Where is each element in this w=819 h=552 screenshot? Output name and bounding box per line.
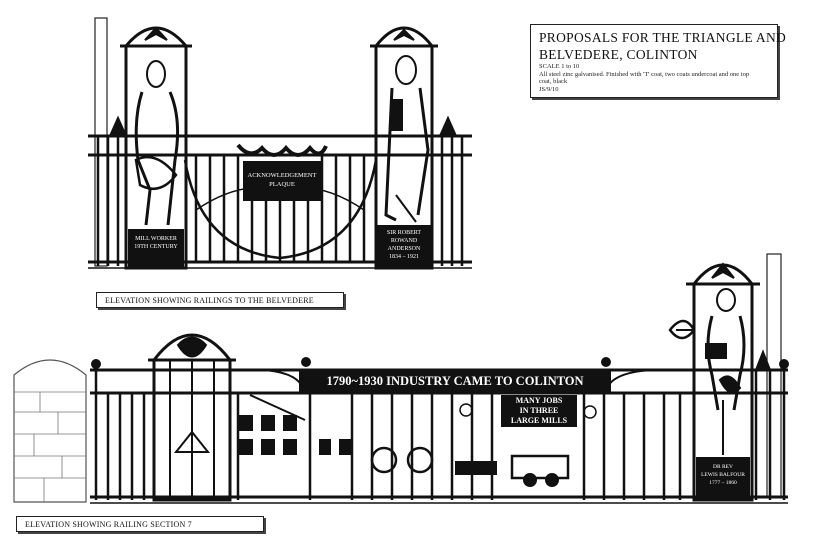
spec-note-2: coat, black bbox=[539, 78, 568, 85]
balfour-line-2: LEWIS BALFOUR bbox=[701, 472, 745, 478]
scale-note: SCALE 1 to 10 bbox=[539, 63, 580, 70]
anderson-line-1: SIR ROBERT bbox=[386, 230, 422, 236]
balfour-plaque: DR REV LEWIS BALFOUR 1777 – 1860 bbox=[697, 463, 749, 487]
mill-worker-plaque: MILL WORKER 19TH CENTURY bbox=[129, 235, 183, 251]
title-block: PROPOSALS FOR THE TRIANGLE AND BELVEDERE… bbox=[530, 24, 787, 98]
upper-railing bbox=[88, 17, 472, 270]
title-line-1: PROPOSALS FOR THE TRIANGLE AND bbox=[539, 30, 787, 45]
lower-elevation-caption: ELEVATION SHOWING RAILING SECTION 7 bbox=[16, 516, 264, 532]
drawing-date: JS/9/10 bbox=[539, 85, 559, 93]
many-jobs-plaque: MANY JOBS IN THREE LARGE MILLS bbox=[502, 396, 576, 426]
spec-note-1: All steel zinc galvanised. Finished with… bbox=[539, 70, 750, 78]
anderson-line-3: ANDERSON bbox=[387, 246, 421, 252]
industry-banner: 1790~1930 INDUSTRY CAME TO COLINTON bbox=[326, 374, 584, 388]
mill-worker-line-2: 19TH CENTURY bbox=[134, 244, 178, 250]
title-line-2: BELVEDERE, COLINTON bbox=[539, 47, 698, 62]
balfour-line-1: DR REV bbox=[712, 464, 733, 470]
upper-elevation-caption: ELEVATION SHOWING RAILINGS TO THE BELVED… bbox=[96, 292, 344, 308]
many-jobs-line-1: MANY JOBS bbox=[515, 396, 563, 405]
acknowledgement-plaque: ACKNOWLEDGEMENT PLAQUE bbox=[244, 171, 320, 189]
acknowledgement-line-2: PLAQUE bbox=[269, 181, 295, 188]
mill-worker-line-1: MILL WORKER bbox=[135, 236, 177, 242]
acknowledgement-line-1: ACKNOWLEDGEMENT bbox=[247, 172, 317, 179]
many-jobs-line-2: IN THREE bbox=[519, 406, 559, 415]
anderson-line-4: 1834 – 1921 bbox=[389, 254, 419, 260]
many-jobs-line-3: LARGE MILLS bbox=[510, 416, 568, 425]
anderson-line-2: ROWAND bbox=[390, 238, 418, 244]
lower-railing bbox=[13, 253, 789, 504]
balfour-line-3: 1777 – 1860 bbox=[709, 480, 737, 486]
anderson-plaque: SIR ROBERT ROWAND ANDERSON 1834 – 1921 bbox=[378, 229, 430, 261]
